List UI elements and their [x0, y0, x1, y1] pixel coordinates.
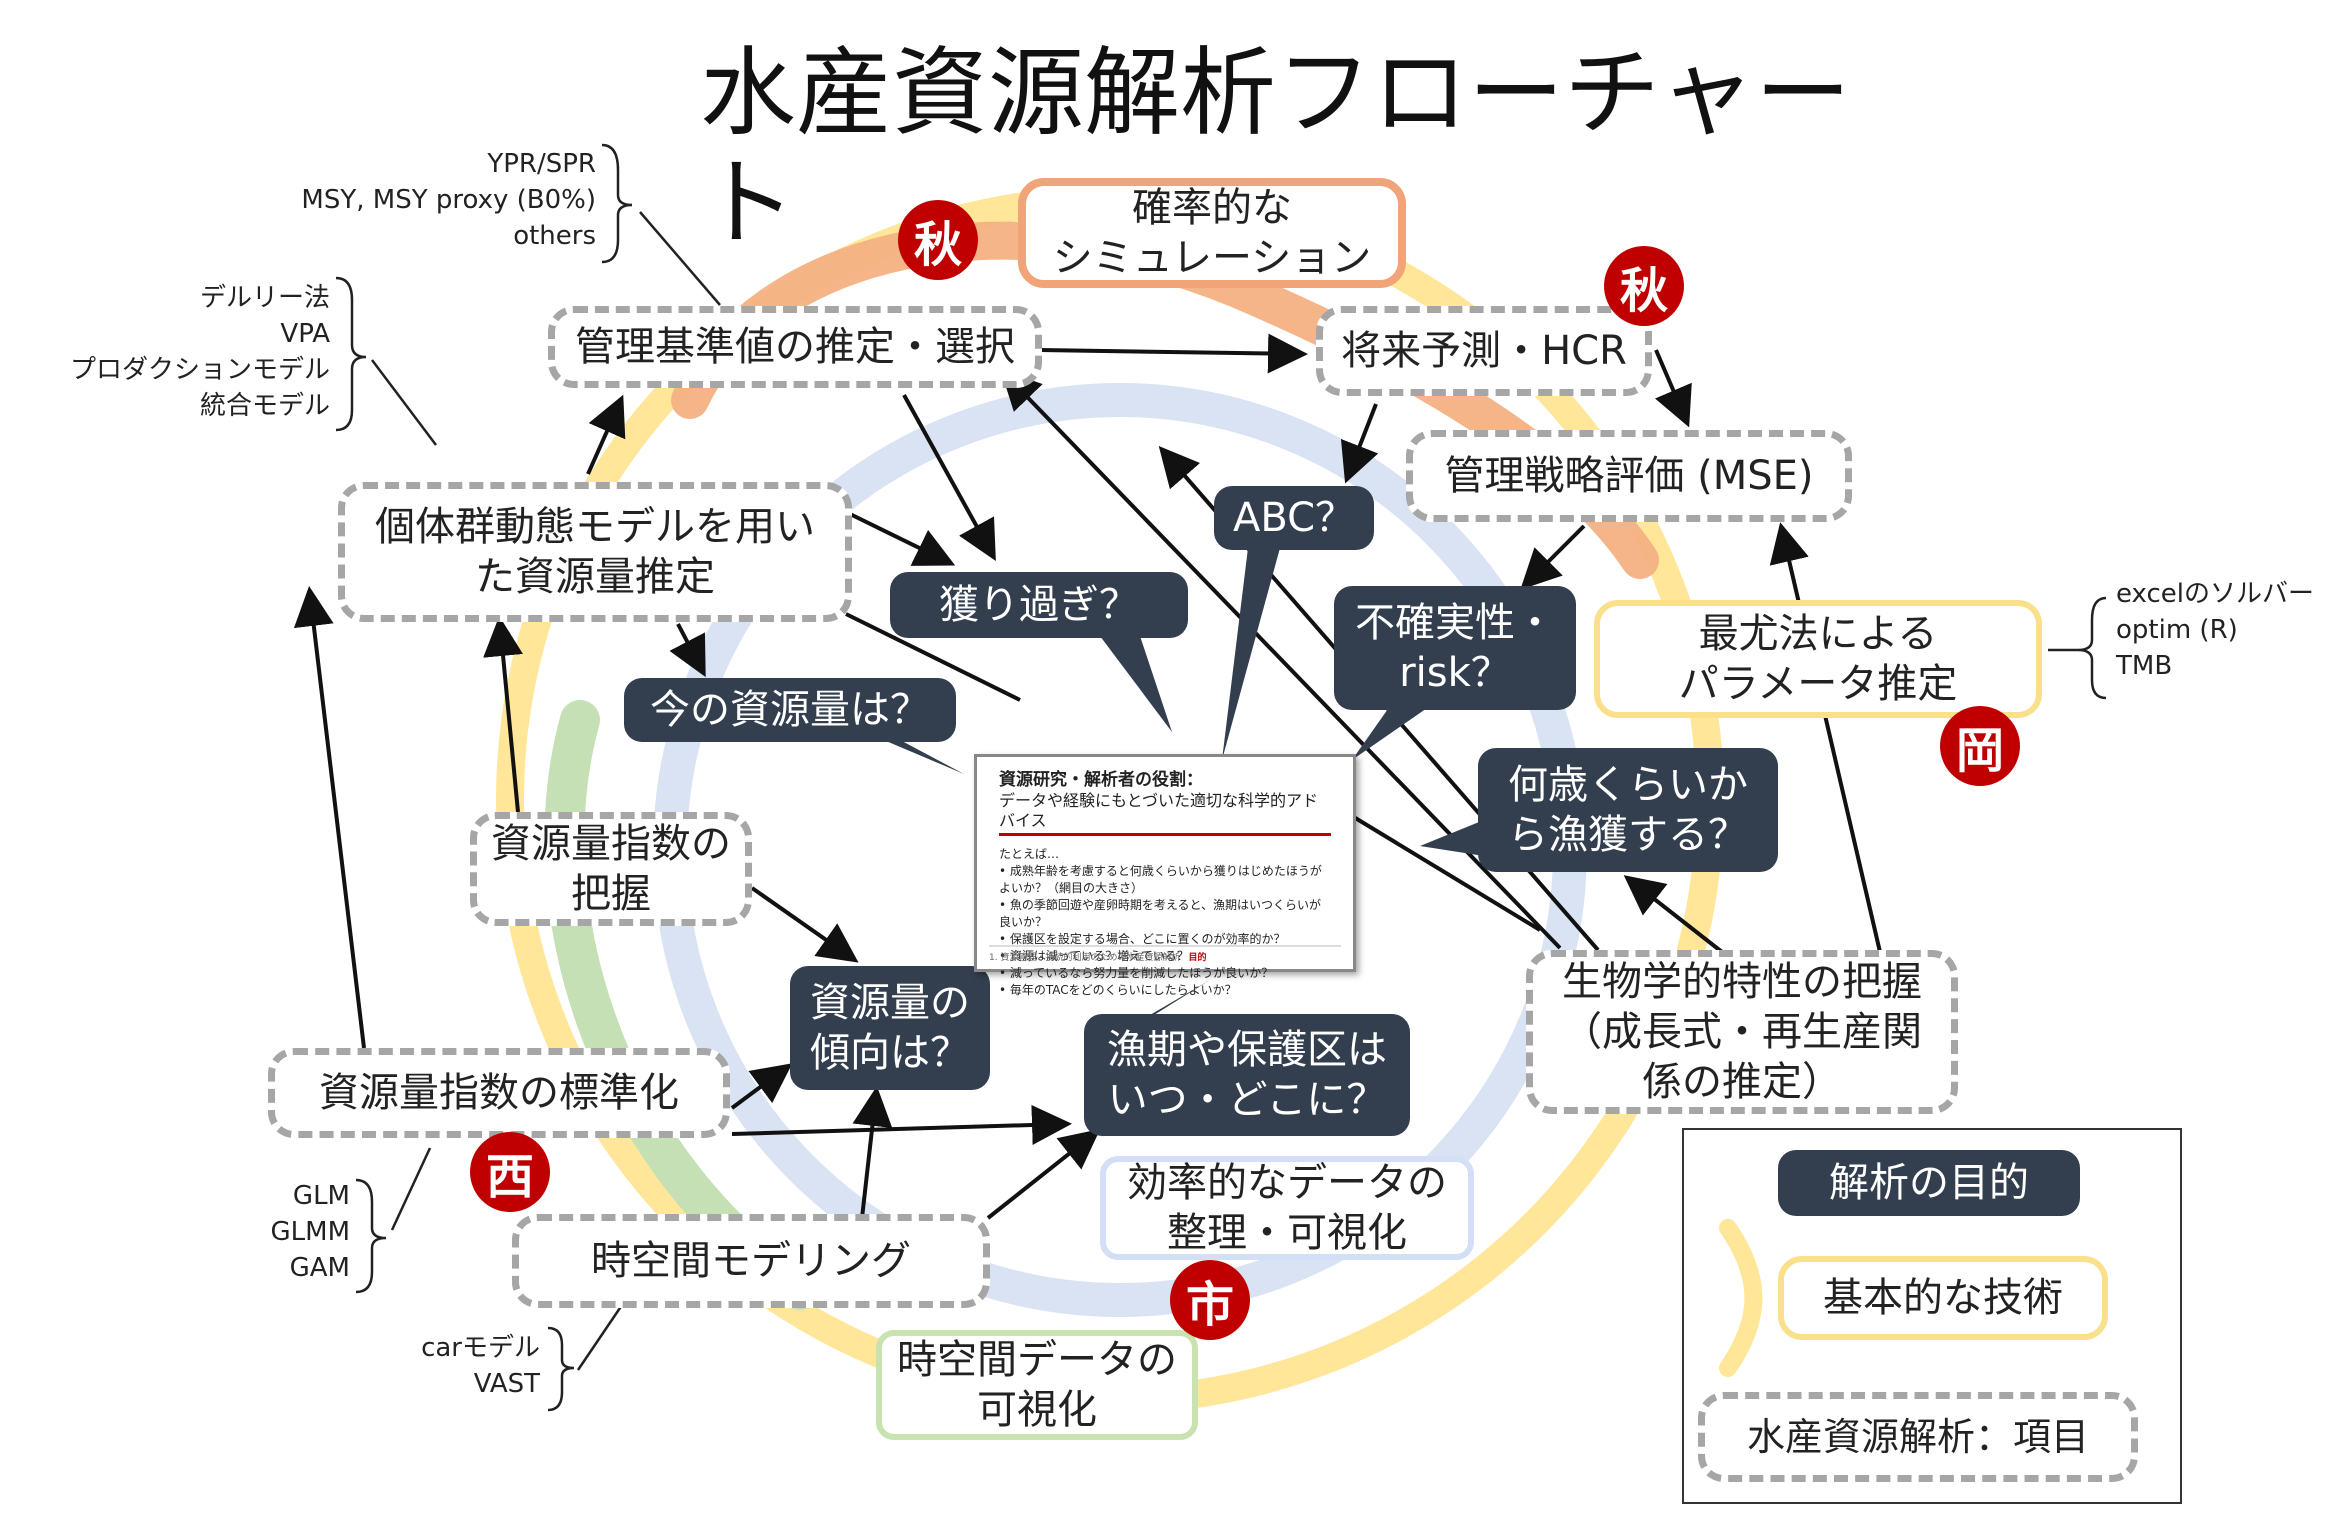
- bracket-excel: [2077, 596, 2107, 700]
- arrow-hyoujun-to-keikou: [730, 1063, 793, 1110]
- arrow-mse-to-risk: [1520, 524, 1586, 590]
- note-car: carモデル VAST: [421, 1333, 540, 1399]
- bubble-ima-shigen: 今の資源量は？: [624, 678, 956, 742]
- slide-footer-text: 1. 資源管理・持続的利用のための水産資源解析: [989, 953, 1181, 963]
- note-delury: デルリー法 VPA プロダクションモデル 統合モデル: [69, 283, 330, 421]
- bracket-car: [547, 1326, 575, 1412]
- box-shigen-hyoujun: 資源量指数の標準化: [268, 1048, 730, 1138]
- badge-aki-1: 秋: [898, 200, 978, 280]
- bubble-torisugi: 獲り過ぎ？: [890, 572, 1188, 638]
- tail-nansai: [1420, 820, 1484, 856]
- box-seibutsu: 生物学的特性の把握 （成長式・再生産関 係の推定）: [1526, 950, 1958, 1114]
- badge-aki-2: 秋: [1604, 246, 1684, 326]
- arrow-hyoujun-to-gyoki: [731, 1104, 1072, 1145]
- legend: 解析の目的 基本的な技術 水産資源解析：項目: [1682, 1128, 2182, 1504]
- note-glm: GLM GLMM GAM: [270, 1181, 351, 1283]
- arrow-haaku-to-kotai: [483, 616, 523, 813]
- arrow-seibutsu-to-nansai: [1623, 875, 1724, 954]
- box-kouritsu: 効率的なデータの 整理・可視化: [1100, 1156, 1474, 1260]
- box-jikukan-data: 時空間データの 可視化: [876, 1330, 1198, 1440]
- slide-body: たとえば… • 成熟年齢を考慮すると何歳くらいから獲りはじめたほうがよいか？（網…: [999, 847, 1322, 997]
- badge-ichi: 市: [1170, 1260, 1250, 1340]
- bracket-delury: [335, 276, 367, 432]
- tail-torisugi: [1100, 636, 1172, 732]
- connector-delury: [371, 359, 437, 446]
- arrow-seibutsu-to-mse: [1769, 522, 1882, 953]
- box-jikukan-model: 時空間モデリング: [512, 1214, 990, 1308]
- connector-glm: [390, 1147, 432, 1231]
- box-kanri-senryaku: 管理戦略評価 (MSE): [1406, 430, 1852, 522]
- bubble-fukakujitsu: 不確実性・ risk？: [1334, 586, 1576, 710]
- slide-subtitle: データや経験にもとづいた適切な科学的アドバイス: [999, 791, 1331, 836]
- connector-car: [576, 1301, 626, 1371]
- box-kanri-kijun: 管理基準値の推定・選択: [548, 306, 1042, 388]
- bubble-gyoki: 漁期や保護区は いつ・どこに？: [1084, 1014, 1410, 1136]
- line-slide-to-seibutsu: [1350, 814, 1542, 932]
- page-title: 水産資源解析フローチャート: [700, 37, 1852, 259]
- slide-title: 資源研究・解析者の役割：: [999, 770, 1203, 790]
- arrow-jikukan-to-gyoki: [986, 1129, 1101, 1220]
- connector-ypr: [639, 211, 721, 306]
- note-ypr: YPR/SPR MSY, MSY proxy (B0%) others: [301, 149, 596, 251]
- arrow-kotai-to-ima: [669, 623, 706, 678]
- box-simulation: 確率的な シミュレーション: [1018, 178, 1406, 288]
- line-kotai-to-seibutsu: [845, 612, 1021, 702]
- box-shigen-haaku: 資源量指数の 把握: [470, 812, 752, 926]
- arrow-kotai-to-torisugi: [849, 512, 956, 566]
- badge-oka: 岡: [1940, 706, 2020, 786]
- arrow-kanri-to-torisugi: [902, 394, 996, 561]
- arrow-hyoujun-to-kotai: [293, 586, 366, 1049]
- tail-abc: [1222, 548, 1280, 760]
- note-excel: excelのソルバー optim (R) TMB: [2116, 579, 2314, 681]
- arrow-kotai-to-kanri: [586, 394, 626, 475]
- arrow-shourai-to-abc: [1340, 403, 1379, 484]
- arrow-kanri-to-shourai: [1039, 333, 1308, 374]
- badge-nishi: 西: [470, 1132, 550, 1212]
- arrow-shourai-to-mse: [1654, 349, 1692, 428]
- arrow-haaku-to-keikou: [750, 886, 859, 963]
- slide-footer-tag: 目的: [1188, 953, 1207, 963]
- legend-technique: 基本的な技術: [1778, 1256, 2108, 1340]
- tail-risk: [1352, 706, 1430, 760]
- legend-purpose: 解析の目的: [1778, 1150, 2080, 1216]
- box-shourai-yosoku: 将来予測・HCR: [1316, 306, 1652, 396]
- bubble-abc: ABC？: [1214, 486, 1374, 550]
- box-kotai-gun: 個体群動態モデルを用い た資源量推定: [338, 482, 852, 622]
- bracket-glm: [355, 1178, 387, 1294]
- bubble-nansai: 何歳くらいか ら漁獲する？: [1478, 748, 1778, 872]
- bubble-keikou: 資源量の 傾向は？: [790, 966, 990, 1090]
- bracket-ypr: [601, 143, 633, 264]
- center-slide: 資源研究・解析者の役割： データや経験にもとづいた適切な科学的アドバイス たとえ…: [974, 754, 1356, 997]
- arrow-jikukan-to-keikou: [852, 1086, 893, 1219]
- slide-footer: 1. 資源管理・持続的利用のための水産資源解析目的: [989, 945, 1341, 963]
- legend-item: 水産資源解析：項目: [1698, 1392, 2138, 1482]
- box-saiyuu: 最尤法による パラメータ推定: [1594, 600, 2042, 718]
